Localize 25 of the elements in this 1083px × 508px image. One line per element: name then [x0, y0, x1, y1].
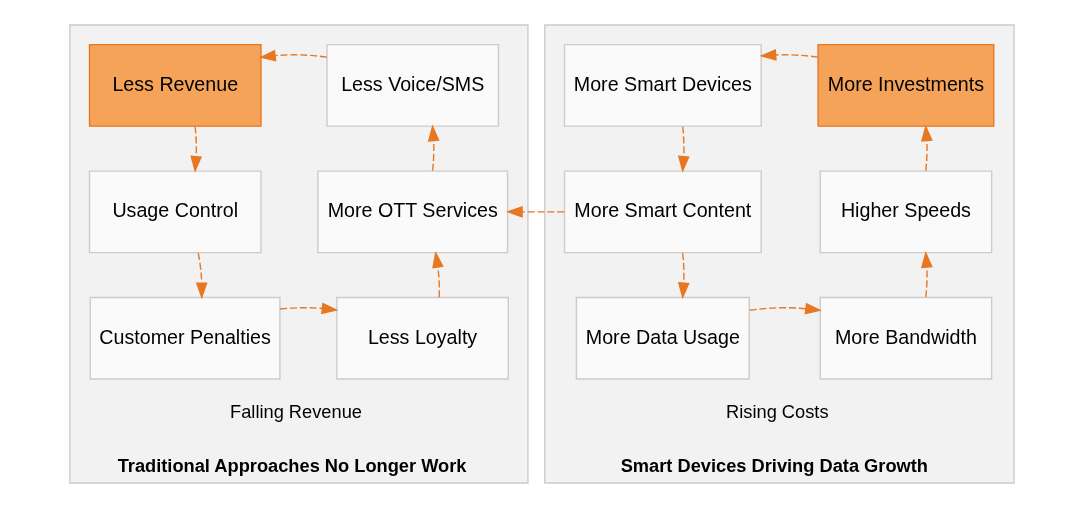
node-box: More Data Usage [575, 296, 750, 380]
arrow [505, 205, 565, 218]
arrow [431, 250, 444, 298]
node-box: Higher Speeds [819, 170, 992, 254]
arrow [920, 124, 933, 172]
node-box: Less Loyalty [335, 296, 509, 380]
node-box: More Bandwidth [819, 296, 992, 380]
arrow [427, 124, 440, 172]
node-box: More OTT Services [316, 170, 508, 254]
node-box: Usage Control [88, 170, 262, 254]
node-box: More Smart Devices [563, 43, 762, 127]
node-box: Less Voice/SMS [325, 43, 499, 127]
arrow [758, 49, 819, 61]
arrow [278, 302, 338, 315]
arrow [677, 252, 690, 300]
arrow [195, 252, 208, 300]
node-box: More Smart Content [563, 170, 762, 254]
arrow [189, 125, 202, 173]
arrow [677, 125, 690, 173]
arrow [920, 250, 933, 298]
arrow [258, 49, 327, 62]
node-box: Customer Penalties [89, 296, 281, 380]
node-box: More Investments [816, 43, 994, 127]
node-box: Less Revenue [88, 43, 262, 127]
arrow [748, 302, 822, 315]
